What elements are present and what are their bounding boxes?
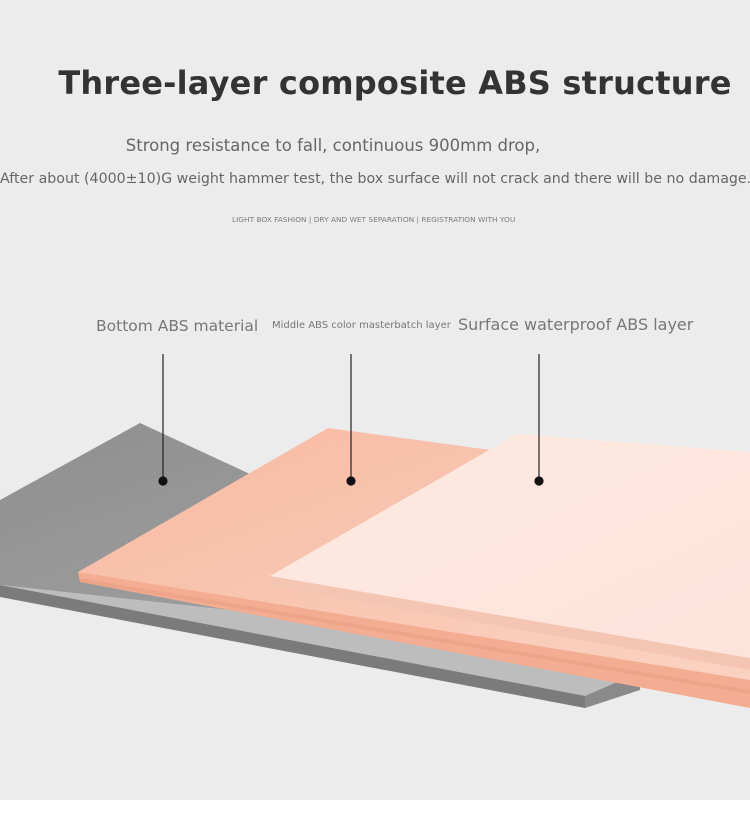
- callout-surface: [534, 354, 544, 486]
- label-middle-layer: Middle ABS color masterbatch layer: [272, 320, 451, 331]
- layer-illustration: [0, 354, 750, 708]
- page-title: Three-layer composite ABS structure: [58, 64, 732, 102]
- subtitle-line-1: Strong resistance to fall, continuous 90…: [125, 136, 541, 155]
- surface-layer-sheet: [270, 434, 750, 670]
- callout-bottom: [158, 354, 168, 486]
- label-surface-layer: Surface waterproof ABS layer: [458, 315, 694, 334]
- label-bottom-layer: Bottom ABS material: [96, 317, 259, 335]
- tagline: LIGHT BOX FASHION | DRY AND WET SEPARATI…: [232, 215, 516, 224]
- subtitle-line-2: After about (4000±10)G weight hammer tes…: [0, 171, 750, 187]
- product-panel: Three-layer composite ABS structure Stro…: [0, 0, 750, 800]
- callout-middle: [346, 354, 356, 486]
